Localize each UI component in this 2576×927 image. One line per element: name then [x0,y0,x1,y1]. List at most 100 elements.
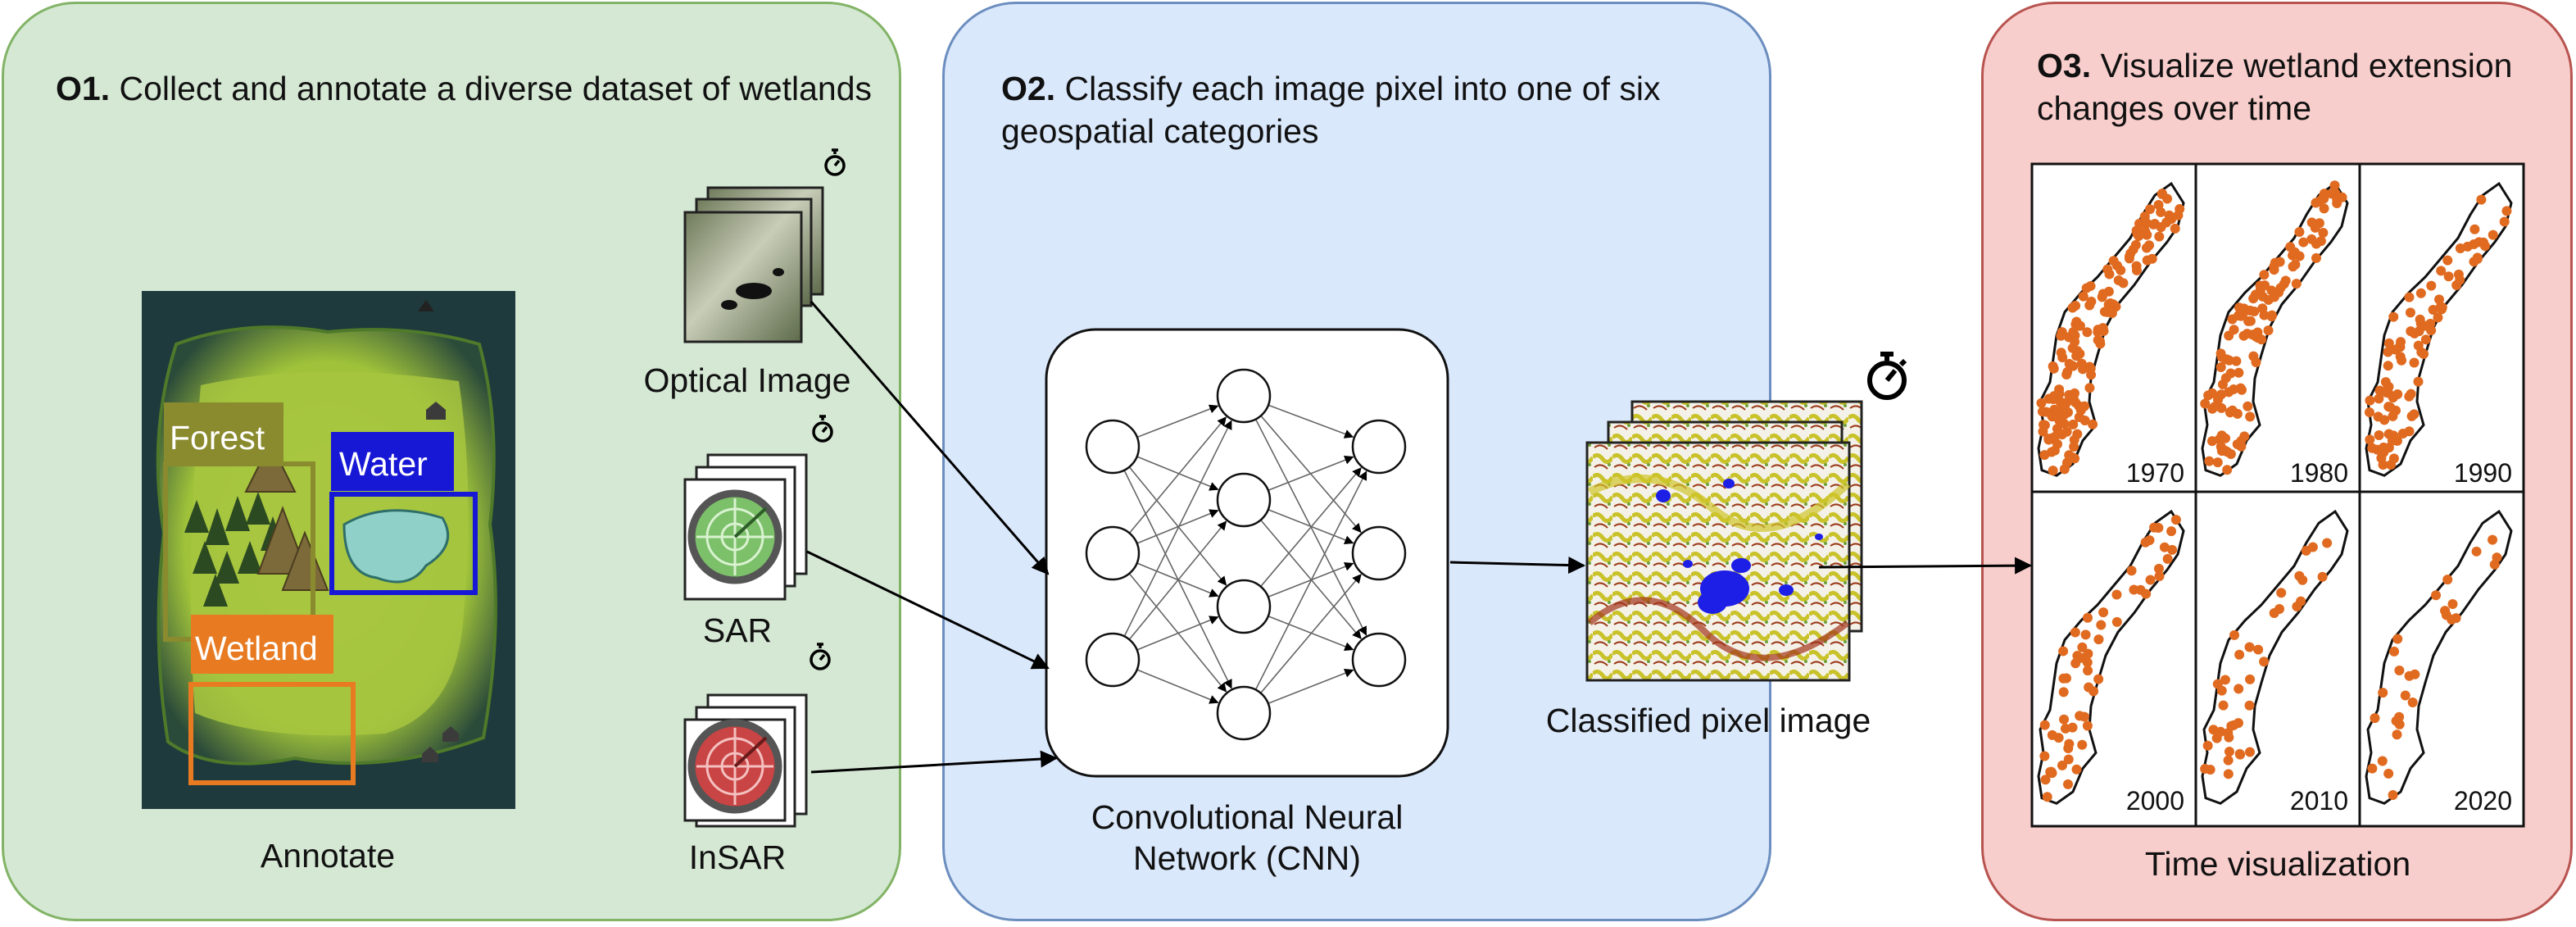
wetland-dot [2437,302,2447,312]
wetland-dot [2216,352,2227,362]
year-label: 2000 [2126,786,2184,816]
wetland-dot [2425,318,2436,329]
wetland-dot [2224,732,2234,743]
wetland-dot [2223,769,2234,779]
wetland-dot [2048,466,2058,476]
wetland-dot [2266,311,2277,322]
wetland-dot [2405,307,2415,318]
wetland-dot [2153,563,2164,574]
wetland-dot [2059,402,2070,412]
cnn-edge [1136,562,1219,598]
stopwatch-icon [810,643,831,670]
wetland-dot [2040,775,2051,785]
wetland-dot [2256,334,2267,345]
wetland-dot [2259,657,2270,667]
wetland-dot [2118,278,2129,289]
cnn-neuron [1085,419,1141,475]
wetland-dot [2047,411,2057,422]
wetland-dot [2057,760,2067,770]
wetland-dot [2392,729,2402,740]
wetland-dot [2072,651,2083,661]
wetland-dot [2388,393,2398,403]
wetland-dot [2081,283,2092,293]
objective-o1-title: O1. Collect and annotate a diverse datas… [56,70,873,107]
wetland-dot [2269,608,2279,619]
wetland-dot [2288,261,2298,272]
wetland-dot [2298,237,2309,248]
cnn-edge [1268,508,1354,545]
wetland-dot [2380,377,2391,388]
wetland-dot [2211,733,2222,743]
wetland-dot [2253,644,2264,655]
wetland-dot [2098,607,2109,618]
cnn-neuron [1085,632,1141,688]
cnn-neuron [1085,525,1141,581]
wetland-dot [2255,284,2265,295]
wetland-dot [2269,261,2279,272]
stopwatch-icon [824,148,846,176]
wetland-dot [2079,711,2089,722]
water-tag: Water [339,445,428,483]
wetland-dot [2234,649,2245,660]
wetland-dot [2213,394,2224,405]
wetland-dot [2394,719,2405,729]
wetland-dot [2394,711,2405,722]
wetland-tag: Wetland [195,629,318,667]
wetland-dot [2257,303,2268,314]
wetland-dot [2389,646,2400,657]
wetland-dot [2170,515,2181,525]
cnn-neuron [1351,525,1407,581]
wetland-dot [2263,325,2274,336]
wetland-dot [2378,688,2388,698]
wetland-dot [2141,243,2152,253]
wetland-dot [2070,300,2081,311]
wetland-dot [2039,751,2050,761]
wetland-dot [2415,288,2426,298]
wetland-dot [2173,210,2184,220]
wetland-dot [2080,629,2091,640]
wetland-dot [2381,387,2392,398]
wetland-dot [2377,756,2388,766]
wetland-dot [2390,344,2401,355]
wetland-dot [2154,570,2165,581]
cnn-neuron [1216,368,1272,424]
wetland-dot [2149,522,2160,533]
sar-radar-stack [683,453,808,601]
wetland-dot [2140,537,2151,548]
sweden-map: 1970 [2036,181,2185,488]
wetland-dot [2139,211,2150,222]
cnn-edge [1128,466,1227,586]
wetland-dot [2053,733,2064,743]
wetland-dot [2365,395,2375,406]
wetland-dot [2048,393,2058,404]
wetland-dot [2294,251,2305,261]
wetland-dot [2058,673,2069,684]
wetland-dot [2088,419,2098,429]
annotate-label: Annotate [260,837,396,875]
wetland-dot [2079,401,2090,411]
wetland-dot [2069,442,2079,452]
wetland-dot [2406,411,2417,421]
wetland-dot [2404,292,2415,302]
wetland-dot [2093,634,2104,645]
wetland-dot [2217,379,2228,390]
wetland-dot [2238,303,2249,314]
wetland-dot [2314,196,2324,207]
wetland-dot [2229,629,2240,640]
wetland-dot [2154,231,2165,242]
wetland-dot [2410,669,2420,679]
wetland-dot [2161,217,2172,228]
wetland-dot [2058,646,2069,657]
wetland-dot [2413,340,2424,351]
wetland-dot [2043,434,2054,444]
wetland-dot [2215,441,2226,452]
cnn-edge [1254,470,1367,690]
objective-o2-title: O2. Classify each image pixel into one o… [1001,70,1661,150]
wetland-dot [2397,429,2408,439]
wetland-dot [2170,223,2180,234]
objective-o3-title: O3. Visualize wetland extension changes … [2037,47,2513,127]
wetland-dot [2426,280,2437,291]
wetland-dot [2383,361,2393,371]
wetland-dot [2386,460,2397,470]
wetland-dot [2070,627,2080,638]
